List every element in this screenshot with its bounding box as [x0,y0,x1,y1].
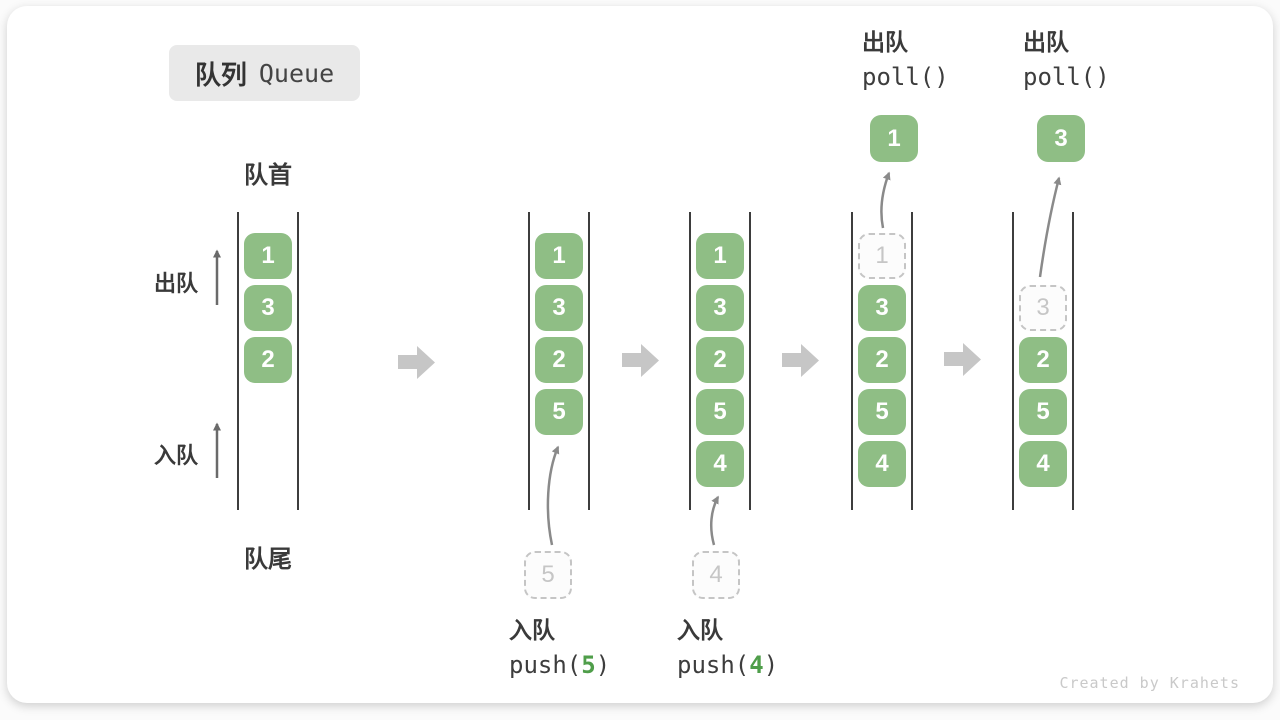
title-en: Queue [258,58,335,88]
poll-code-1: poll() [862,63,949,91]
queue4-left-wall [851,212,853,510]
queue-item: 3 [696,285,744,331]
queue1-left-wall [237,212,239,510]
queue5-right-wall [1072,212,1074,510]
watermark: Created by Krahets [1059,674,1240,692]
enqueue-staging-box: 5 [524,551,572,599]
title-zh: 队列 [194,59,247,90]
queue1-right-wall [297,212,299,510]
queue2-left-wall [528,212,530,510]
queue-rear-label: 队尾 [244,546,292,573]
poll-zh-2: 出队 [1023,29,1069,55]
queue-item: 3 [244,285,292,331]
poll-operation-label-2: 出队 poll() [1023,29,1110,91]
poll-operation-label-1: 出队 poll() [862,29,949,91]
queue-item: 4 [858,441,906,487]
queue-item: 1 [696,233,744,279]
poll-code-2: poll() [1023,63,1110,91]
queue-item: 5 [535,389,583,435]
enqueue-side-label: 入队 [153,443,198,468]
push-zh-5: 入队 [509,617,555,643]
dequeue-side-label: 出队 [153,271,198,296]
queue-item: 1 [535,233,583,279]
queue-item-removed: 3 [1019,285,1067,331]
push-operation-label-5: 入队 push(5) [509,617,610,679]
push-code-pre: push( [509,651,582,679]
push-code-pre: push( [677,651,750,679]
queue-item: 5 [696,389,744,435]
poll-zh-1: 出队 [862,29,908,55]
queue-item: 1 [244,233,292,279]
enqueue-staging-box: 4 [692,551,740,599]
queue-item-removed: 1 [858,233,906,279]
queue-item: 2 [1019,337,1067,383]
queue-item: 5 [858,389,906,435]
queue-item: 2 [858,337,906,383]
push-code-post: ) [595,651,611,679]
push-code-post: ) [763,651,779,679]
queue-item: 3 [858,285,906,331]
push-zh-4: 入队 [677,617,723,643]
queue-item: 2 [696,337,744,383]
dequeued-item: 1 [870,115,918,162]
queue-item: 5 [1019,389,1067,435]
dequeued-item: 3 [1037,115,1085,162]
queue-item: 4 [696,441,744,487]
queue5-left-wall [1012,212,1014,510]
push-arg: 4 [749,651,764,679]
queue2-right-wall [588,212,590,510]
push-arg: 5 [581,651,596,679]
queue-item: 2 [535,337,583,383]
push-operation-label-4: 入队 push(4) [677,617,778,679]
title-badge: 队列 Queue [169,45,360,101]
push-code-5: push(5) [509,652,610,679]
push-code-4: push(4) [677,652,778,679]
queue4-right-wall [911,212,913,510]
queue-item: 2 [244,337,292,383]
queue3-right-wall [749,212,751,510]
queue-item: 3 [535,285,583,331]
queue-item: 4 [1019,441,1067,487]
queue3-left-wall [689,212,691,510]
queue-front-label: 队首 [244,162,292,189]
diagram-card [7,6,1273,703]
